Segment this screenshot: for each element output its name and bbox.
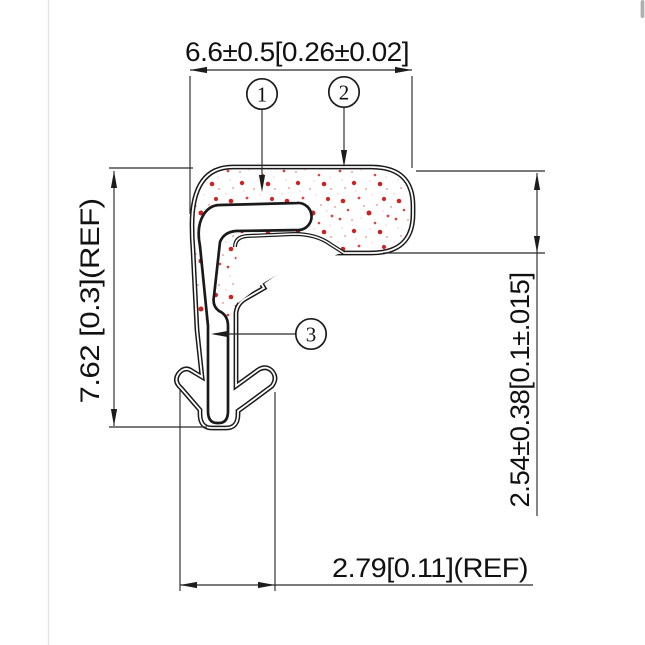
arrow-right-down: [533, 236, 541, 253]
arrow-bottom-right: [258, 581, 275, 589]
flange-underside-line-gap: [234, 233, 345, 254]
callout-3-arrow: [211, 330, 228, 338]
arrow-right-up: [533, 173, 541, 190]
dim-text-top: 6.6±0.5[0.26±0.02]: [185, 37, 409, 67]
callout-2-arrow: [340, 150, 348, 167]
arrow-bottom-left: [180, 581, 197, 589]
dim-text-right: 2.54±0.38[0.1±.015]: [505, 273, 535, 508]
flange-underside-gap: [236, 233, 343, 303]
callout-1-arrow: [258, 175, 266, 192]
callout-1-circle: [245, 77, 279, 111]
arrow-top-right: [395, 66, 412, 74]
callout-2-circle: [327, 75, 361, 109]
dimension-arrows: [110, 66, 541, 589]
callout-3-circle: [294, 317, 328, 351]
dim-text-left: 7.62 [0.3](REF): [75, 199, 105, 404]
callout-3-number: 3: [306, 323, 317, 347]
callouts: 1 2 3: [211, 75, 361, 351]
arrow-left-up: [110, 171, 118, 188]
dim-text-bottom: 2.79[0.11](REF): [332, 553, 528, 583]
mounting-slot-cavity: [197, 201, 313, 425]
arrow-left-down: [110, 409, 118, 426]
arrow-top-left: [190, 66, 207, 74]
callout-2-number: 2: [339, 81, 350, 105]
callout-1-number: 1: [257, 83, 268, 107]
dimension-lines: [109, 69, 545, 591]
scrollbar-thumb[interactable]: [640, 0, 645, 18]
